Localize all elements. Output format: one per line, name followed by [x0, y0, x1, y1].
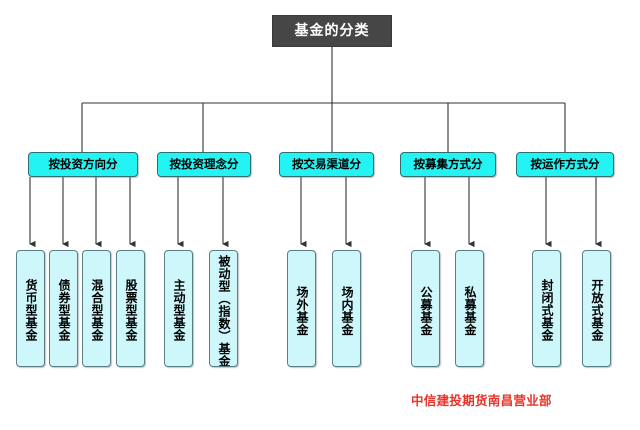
category-node-investment-philosophy[interactable]: 按投资理念分: [157, 152, 251, 177]
category-node-operation-method[interactable]: 按运作方式分: [516, 152, 614, 177]
leaf-node-label: 公募基金: [418, 285, 433, 336]
leaf-node-label: 被动型（指数）基金: [216, 255, 231, 367]
leaf-node-label: 场内基金: [339, 285, 354, 336]
leaf-node-hybrid-fund[interactable]: 混合型基金: [82, 250, 111, 367]
category-node-fundraising-method[interactable]: 按募集方式分: [400, 152, 496, 177]
leaf-node-private-fund[interactable]: 私募基金: [455, 250, 484, 367]
leaf-node-label: 私募基金: [462, 285, 477, 336]
category-node-investment-direction[interactable]: 按投资方向分: [28, 152, 138, 177]
leaf-node-money-market-fund[interactable]: 货币型基金: [16, 250, 45, 367]
leaf-node-label: 开放式基金: [589, 279, 604, 342]
watermark-text: 中信建投期货南昌营业部: [411, 393, 552, 408]
leaf-node-closed-end-fund[interactable]: 封闭式基金: [532, 250, 561, 367]
leaf-node-label: 货币型基金: [23, 279, 38, 342]
leaf-node-passive-index-fund[interactable]: 被动型（指数）基金: [209, 250, 238, 367]
leaf-node-label: 主动型基金: [171, 279, 186, 342]
leaf-node-label: 混合型基金: [89, 279, 104, 342]
leaf-node-open-end-fund[interactable]: 开放式基金: [582, 250, 611, 367]
category-node-trading-channel[interactable]: 按交易渠道分: [279, 152, 374, 177]
leaf-node-bond-fund[interactable]: 债券型基金: [49, 250, 78, 367]
category-node-label: 按投资方向分: [48, 156, 118, 171]
root-node-label: 基金的分类: [294, 23, 370, 39]
leaf-node-label: 债券型基金: [56, 279, 71, 342]
category-node-label: 按运作方式分: [530, 156, 600, 171]
leaf-node-active-fund[interactable]: 主动型基金: [164, 250, 193, 367]
leaf-node-label: 封闭式基金: [539, 279, 554, 342]
leaf-node-label: 股票型基金: [123, 279, 138, 342]
leaf-node-otc-fund[interactable]: 场外基金: [287, 250, 316, 367]
leaf-node-public-fund[interactable]: 公募基金: [411, 250, 440, 367]
leaf-node-label: 场外基金: [294, 285, 309, 336]
leaf-node-equity-fund[interactable]: 股票型基金: [116, 250, 145, 367]
root-node-fund-classification[interactable]: 基金的分类: [272, 15, 392, 47]
category-node-label: 按募集方式分: [413, 156, 483, 171]
category-node-label: 按投资理念分: [169, 156, 239, 171]
leaf-node-exchange-traded-fund[interactable]: 场内基金: [332, 250, 361, 367]
category-node-label: 按交易渠道分: [292, 156, 361, 171]
